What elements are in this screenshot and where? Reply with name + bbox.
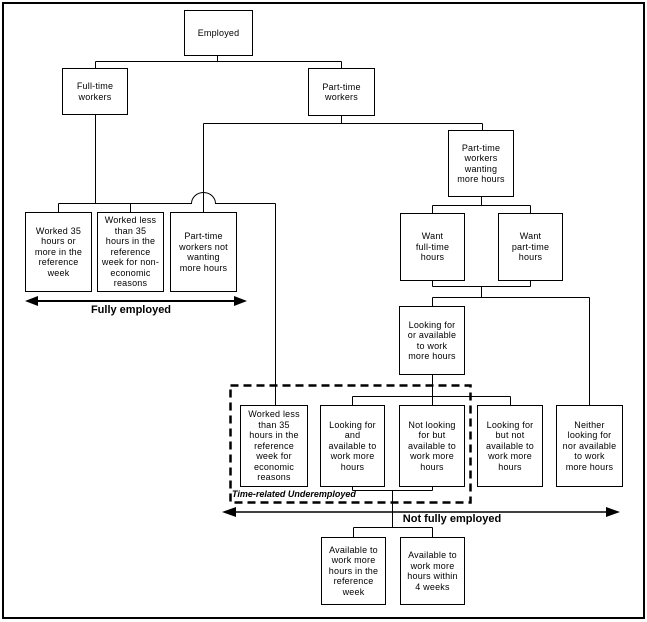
time-related-dashed-box xyxy=(229,384,472,504)
not-fully-employed-label: Not fully employed xyxy=(402,513,502,525)
node-pt-workers-not-wanting-more: Part-time workers not wanting more hours xyxy=(170,212,237,292)
node-worked-less-non-economic: Worked less than 35 hours in the referen… xyxy=(97,212,164,292)
node-neither-looking-nor-available: Neither looking for nor available to wor… xyxy=(556,405,623,487)
node-worked-less-economic: Worked less than 35 hours in the referen… xyxy=(240,405,308,487)
edge-availability-split xyxy=(352,487,433,537)
node-not-looking-but-available: Not looking for but available to work mo… xyxy=(399,405,465,487)
edge-left-rail-with-hop xyxy=(58,192,276,204)
fully-employed-label: Fully employed xyxy=(90,304,172,316)
node-looking-and-available: Looking for and available to work more h… xyxy=(320,405,385,487)
node-part-time-workers: Part-time workers xyxy=(308,68,375,116)
node-available-reference-week: Available to work more hours in the refe… xyxy=(321,537,386,605)
node-want-full-time-hours: Want full-time hours xyxy=(400,213,465,281)
edge-parttime-split xyxy=(203,116,483,212)
time-related-underemployed-label: Time-related Underemployed xyxy=(232,489,356,499)
edge-ptwanting-split xyxy=(432,197,531,213)
node-looking-but-not-available: Looking for but not available to work mo… xyxy=(477,405,543,487)
edge-want-merge xyxy=(432,281,590,405)
node-looking-or-available: Looking for or available to work more ho… xyxy=(399,306,465,375)
not-fully-employed-arrow xyxy=(222,507,620,517)
node-pt-workers-wanting-more: Part-time workers wanting more hours xyxy=(448,130,514,197)
node-worked-35-hours: Worked 35 hours or more in the reference… xyxy=(25,212,92,292)
node-full-time-workers: Full-time workers xyxy=(62,68,128,115)
edge-looking-split xyxy=(352,375,511,405)
fully-employed-arrow xyxy=(25,296,247,306)
edge-left-rail-stubs xyxy=(58,203,131,212)
node-available-within-4-weeks: Available to work more hours within 4 we… xyxy=(400,537,465,605)
edge-employed-split xyxy=(95,56,342,68)
node-want-part-time-hours: Want part-time hours xyxy=(498,213,563,281)
node-employed: Employed xyxy=(184,10,253,56)
